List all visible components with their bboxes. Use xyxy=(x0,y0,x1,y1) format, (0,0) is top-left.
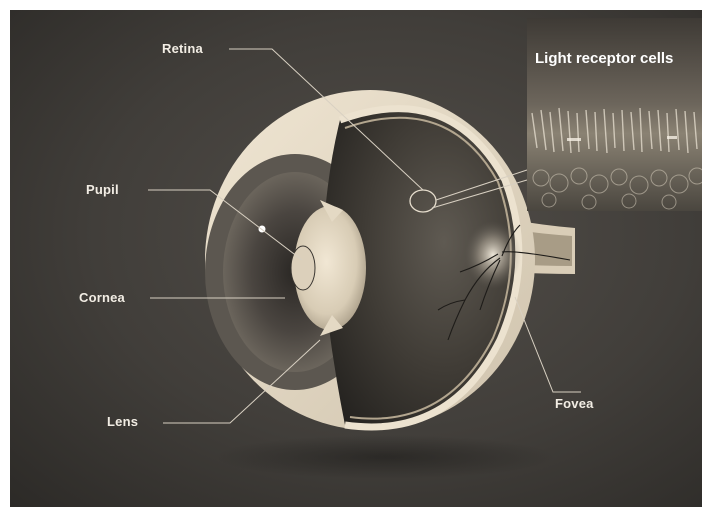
label-retina: Retina xyxy=(162,41,203,56)
label-pupil: Pupil xyxy=(86,182,119,197)
label-lens: Lens xyxy=(107,414,138,429)
light-receptor-inset: Light receptor cells xyxy=(527,18,702,211)
inset-title: Light receptor cells xyxy=(535,50,673,67)
label-cornea: Cornea xyxy=(79,290,125,305)
micrograph-image xyxy=(527,18,702,211)
label-fovea: Fovea xyxy=(555,396,594,411)
diagram-stage: Retina Pupil Cornea Lens Fovea xyxy=(10,10,702,507)
optic-disc-glow xyxy=(465,221,521,289)
pupil xyxy=(291,246,315,290)
floor-shadow xyxy=(215,435,555,479)
